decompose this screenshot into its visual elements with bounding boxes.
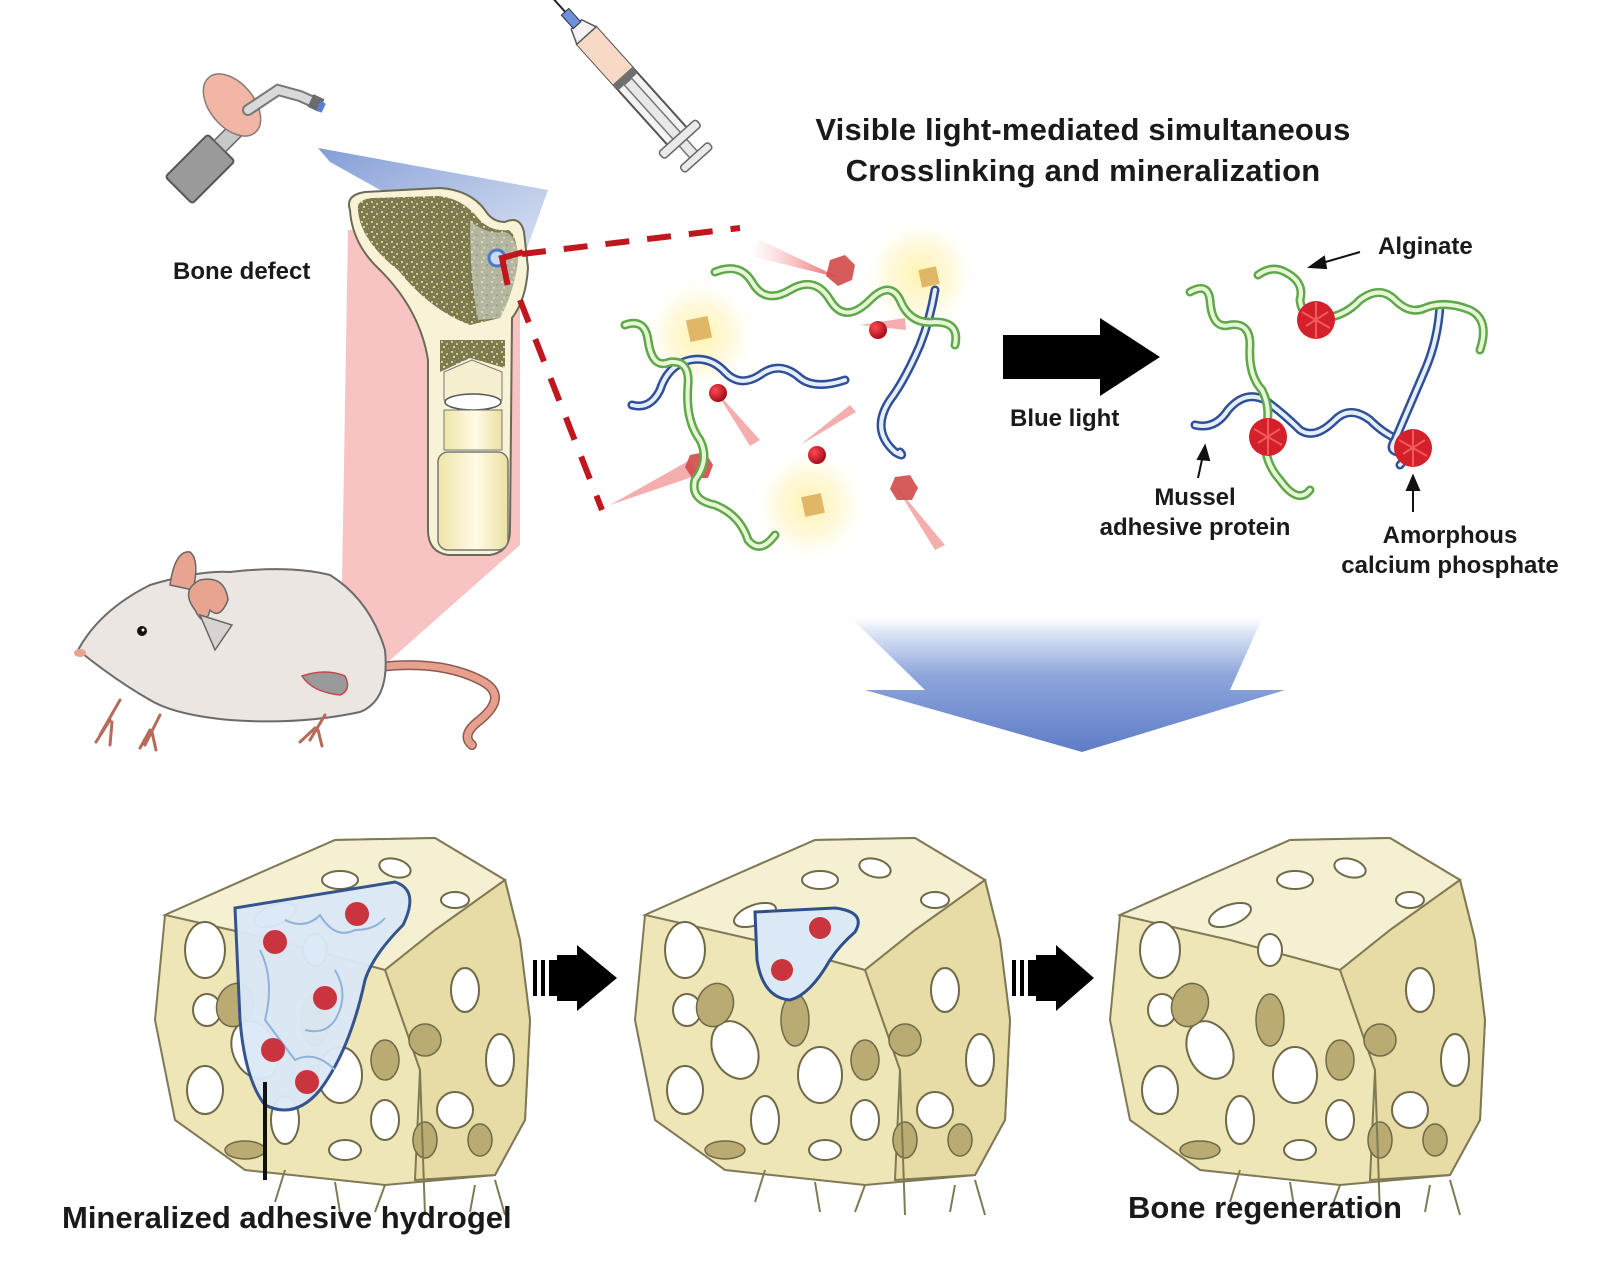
stage-degrading-hydrogel xyxy=(634,837,1011,1216)
blue-light-arrow-icon xyxy=(1003,318,1160,396)
stage-arrow-icon xyxy=(533,945,617,1011)
precursor-network xyxy=(610,215,980,565)
hydrogel-label: Mineralized adhesive hydrogel xyxy=(62,1200,512,1235)
mussel-protein-label-line2: adhesive protein xyxy=(1099,514,1291,541)
acp-label-line2: calcium phosphate xyxy=(1341,552,1559,579)
diagram-title-line1: Visible light-mediated simultaneous xyxy=(815,112,1351,147)
stage-arrow-icon xyxy=(1012,945,1094,1011)
crosslinked-network xyxy=(1185,251,1488,512)
process-arrow-icon xyxy=(845,612,1285,752)
stage-regenerated-bone xyxy=(1109,837,1486,1216)
stage-hydrogel-bone xyxy=(154,837,531,1216)
zoom-indicator xyxy=(498,225,741,512)
diagram-title-line2: Crosslinking and mineralization xyxy=(845,153,1321,188)
alginate-label: Alginate xyxy=(1378,233,1473,260)
acp-label-line1: Amorphous xyxy=(1382,522,1518,549)
blue-light-label: Blue light xyxy=(1010,405,1120,432)
syringe-icon xyxy=(525,0,713,173)
acp-particle xyxy=(1249,418,1287,456)
rat-illustration xyxy=(74,551,500,752)
bone-defect-label: Bone defect xyxy=(173,258,311,285)
mussel-protein-label-line1: Mussel xyxy=(1154,484,1236,511)
bone-regeneration-label: Bone regeneration xyxy=(1128,1190,1402,1225)
acp-particle xyxy=(1394,429,1432,467)
femur-illustration xyxy=(348,186,530,556)
acp-particle xyxy=(1297,301,1335,339)
curing-light-icon xyxy=(165,73,326,204)
